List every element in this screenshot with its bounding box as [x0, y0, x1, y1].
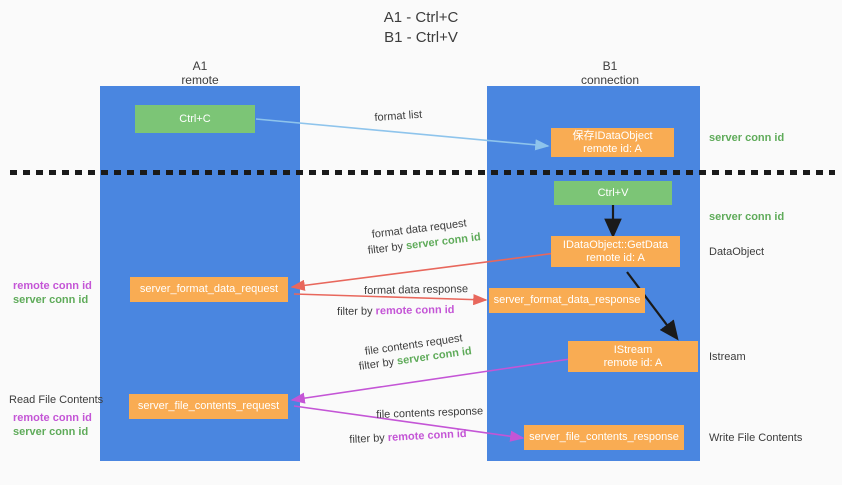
box-ctrl-c[interactable]: Ctrl+C — [135, 105, 255, 133]
edge-label-format-list: format list — [374, 108, 423, 124]
annotation-istream: Istream — [709, 351, 746, 363]
column-header-b1: B1 connection — [520, 59, 700, 87]
annotation-server-conn-id-second: server conn id — [709, 211, 785, 223]
box-istream-line1: IStream — [613, 343, 653, 356]
edge-label-format-data-response: format data response — [364, 283, 469, 297]
filter-value-remote-conn-id: remote conn id — [387, 427, 467, 444]
filter-prefix: filter by — [367, 240, 407, 257]
box-server-format-data-response[interactable]: server_format_data_response — [489, 288, 645, 313]
column-a1-name: A1 — [192, 59, 208, 73]
box-server-format-data-response-label: server_format_data_response — [493, 294, 641, 306]
title-line-2: B1 - Ctrl+V — [384, 29, 458, 46]
filter-prefix: filter by — [358, 355, 398, 373]
annotation-server-conn-id-lower: server conn id — [13, 426, 89, 438]
page-title: A1 - Ctrl+C B1 - Ctrl+V — [0, 8, 842, 48]
edge-label-file-contents-response-filter: filter by remote conn id — [349, 427, 467, 447]
box-getdata-line2: remote id: A — [586, 251, 645, 264]
box-server-file-contents-request[interactable]: server_file_contents_request — [129, 394, 288, 419]
box-save-idataobject-line1: 保存IDataObject — [572, 129, 653, 142]
box-save-idataobject[interactable]: 保存IDataObject remote id: A — [551, 128, 674, 157]
column-b1-sub: connection — [580, 73, 640, 87]
annotation-remote-conn-id-upper: remote conn id — [13, 280, 92, 292]
box-server-file-contents-response-label: server_file_contents_response — [529, 431, 679, 443]
annotation-remote-conn-id-lower: remote conn id — [13, 412, 92, 424]
filter-value-remote-conn-id: remote conn id — [375, 303, 455, 318]
box-istream[interactable]: IStream remote id: A — [568, 341, 698, 372]
filter-prefix: filter by — [349, 431, 389, 446]
column-a1-sub: remote — [181, 73, 219, 87]
column-header-a1: A1 remote — [110, 59, 290, 87]
annotation-read-file-contents: Read File Contents — [9, 394, 104, 406]
box-save-idataobject-line2: remote id: A — [583, 142, 642, 155]
filter-prefix: filter by — [337, 305, 376, 318]
box-ctrl-c-label: Ctrl+C — [179, 112, 211, 125]
phase-divider — [10, 170, 835, 175]
box-server-file-contents-response[interactable]: server_file_contents_response — [524, 425, 684, 450]
column-b1-name: B1 — [602, 59, 618, 73]
annotation-dataobject: DataObject — [709, 246, 765, 258]
box-ctrl-v[interactable]: Ctrl+V — [554, 181, 672, 205]
box-istream-line2: remote id: A — [603, 356, 663, 369]
box-server-file-contents-request-label: server_file_contents_request — [137, 400, 280, 412]
title-line-1: A1 - Ctrl+C — [383, 9, 459, 26]
annotation-server-conn-id-upper: server conn id — [13, 294, 89, 306]
box-getdata[interactable]: IDataObject::GetData remote id: A — [551, 236, 680, 267]
edge-label-format-data-response-filter: filter by remote conn id — [337, 303, 455, 319]
edge-label-file-contents-response: file contents response — [376, 405, 484, 421]
box-server-format-data-request[interactable]: server_format_data_request — [130, 277, 288, 302]
box-ctrl-v-label: Ctrl+V — [597, 186, 629, 199]
box-getdata-line1: IDataObject::GetData — [562, 238, 669, 251]
box-server-format-data-request-label: server_format_data_request — [139, 283, 279, 295]
annotation-write-file-contents: Write File Contents — [709, 432, 803, 444]
annotation-server-conn-id-top: server conn id — [709, 132, 785, 144]
